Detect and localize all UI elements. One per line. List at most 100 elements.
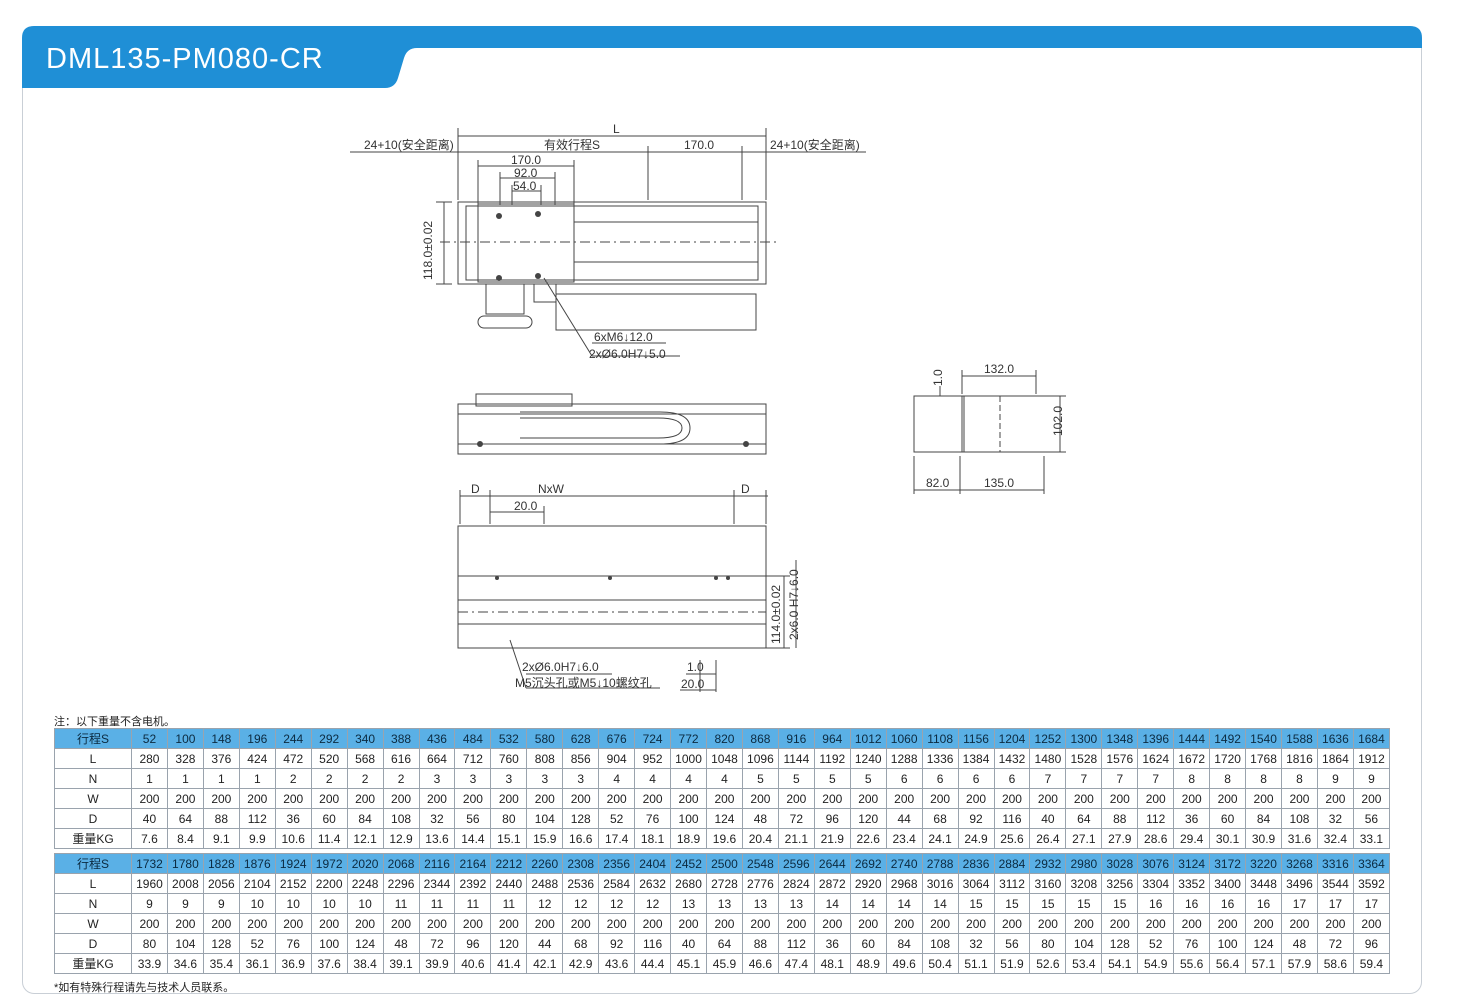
- table-cell: 1336: [921, 748, 959, 769]
- table-cell: 856: [562, 748, 600, 769]
- table-cell: 200: [957, 913, 995, 934]
- table-cell: 57.1: [1245, 953, 1282, 974]
- table-cell: 200: [1029, 788, 1067, 809]
- table-cell: 48.9: [849, 953, 887, 974]
- table-cell: 1: [238, 768, 276, 789]
- table-cell: 520: [310, 748, 348, 769]
- table-cell: 5: [849, 768, 887, 789]
- table-cell: 46.6: [741, 953, 779, 974]
- table-cell: 200: [1065, 913, 1103, 934]
- table-cell: 48.1: [813, 953, 851, 974]
- table-cell: 424: [238, 748, 276, 769]
- table-cell: 76: [1173, 933, 1211, 954]
- table-cell: 19.6: [706, 828, 743, 849]
- table-cell: 200: [1316, 913, 1354, 934]
- table-cell: 30.1: [1209, 828, 1247, 849]
- table-cell: 7.6: [131, 828, 168, 849]
- table-cell: 57.9: [1281, 953, 1318, 974]
- table-cell: 200: [670, 913, 707, 934]
- table-cell: 12: [562, 893, 600, 914]
- table-cell: 200: [598, 913, 636, 934]
- table-cell: 7: [1137, 768, 1175, 789]
- dim-bottom-gap: 1.0: [687, 660, 704, 674]
- dim-height-118: 118.0±0.02: [421, 221, 435, 280]
- table-cell: 2596: [777, 853, 815, 874]
- table-cell: 112: [238, 808, 276, 829]
- row-label: D: [54, 808, 132, 829]
- table-cell: 16: [1173, 893, 1211, 914]
- table-cell: 808: [526, 748, 564, 769]
- table-cell: 200: [993, 788, 1031, 809]
- table-cell: 31.6: [1281, 828, 1318, 849]
- table-cell: 52: [598, 808, 636, 829]
- table-cell: 2152: [274, 873, 312, 894]
- table-cell: 76: [274, 933, 312, 954]
- table-cell: 1300: [1065, 728, 1103, 749]
- table-cell: 44: [526, 933, 564, 954]
- table-cell: 3208: [1065, 873, 1103, 894]
- table-cell: 200: [813, 788, 851, 809]
- table-cell: 200: [166, 913, 204, 934]
- table-cell: 904: [598, 748, 636, 769]
- table-cell: 11: [490, 893, 528, 914]
- table-cell: 1972: [310, 853, 348, 874]
- table-cell: 568: [346, 748, 384, 769]
- table-cell: 76: [634, 808, 672, 829]
- table-cell: 3220: [1245, 853, 1282, 874]
- table-cell: 60: [1209, 808, 1247, 829]
- table-cell: 7: [1065, 768, 1103, 789]
- table-cell: 104: [1065, 933, 1103, 954]
- dim-end-height: 102.0: [1051, 406, 1065, 436]
- table-cell: 88: [202, 808, 240, 829]
- table-cell: 2644: [813, 853, 851, 874]
- table-cell: 200: [634, 788, 672, 809]
- table-cell: 88: [1101, 808, 1139, 829]
- table-cell: 1: [166, 768, 204, 789]
- table-cell: 1384: [957, 748, 995, 769]
- table-cell: 11: [418, 893, 456, 914]
- table-cell: 2440: [490, 873, 528, 894]
- table-cell: 55.6: [1173, 953, 1211, 974]
- table-cell: 2356: [598, 853, 636, 874]
- table-cell: 712: [454, 748, 492, 769]
- table-cell: 1108: [921, 728, 959, 749]
- table-cell: 1096: [741, 748, 779, 769]
- table-cell: 12: [634, 893, 672, 914]
- table-cell: 200: [418, 788, 456, 809]
- table-cell: 200: [1101, 913, 1139, 934]
- dim-bottom-pin: 2x6.0 H7↓6.0: [787, 569, 801, 640]
- table-cell: 1: [131, 768, 168, 789]
- table-cell: 108: [382, 808, 420, 829]
- table-cell: 200: [1245, 788, 1282, 809]
- table-cell: 200: [454, 788, 492, 809]
- table-cell: 1480: [1029, 748, 1067, 769]
- table-cell: 200: [993, 913, 1031, 934]
- table-cell: 2: [310, 768, 348, 789]
- table-cell: 1396: [1137, 728, 1175, 749]
- table-cell: 96: [454, 933, 492, 954]
- table-cell: 124: [1245, 933, 1282, 954]
- table-cell: 200: [238, 913, 276, 934]
- table-cell: 54.9: [1137, 953, 1175, 974]
- row-label: 重量KG: [54, 828, 132, 849]
- table-cell: 30.9: [1245, 828, 1282, 849]
- table-cell: 1576: [1101, 748, 1139, 769]
- table-cell: 9: [202, 893, 240, 914]
- table-cell: 964: [813, 728, 851, 749]
- table-cell: 16: [1245, 893, 1282, 914]
- table-cell: 760: [490, 748, 528, 769]
- table-cell: 1540: [1245, 728, 1282, 749]
- table-cell: 21.1: [777, 828, 815, 849]
- page-title: DML135-PM080-CR: [46, 43, 324, 75]
- table-cell: 15.1: [490, 828, 528, 849]
- table-cell: 1684: [1352, 728, 1391, 749]
- table-cell: 1288: [885, 748, 923, 769]
- table-cell: 10: [310, 893, 348, 914]
- table-cell: 2: [274, 768, 312, 789]
- table-cell: 4: [670, 768, 707, 789]
- table-cell: 200: [885, 913, 923, 934]
